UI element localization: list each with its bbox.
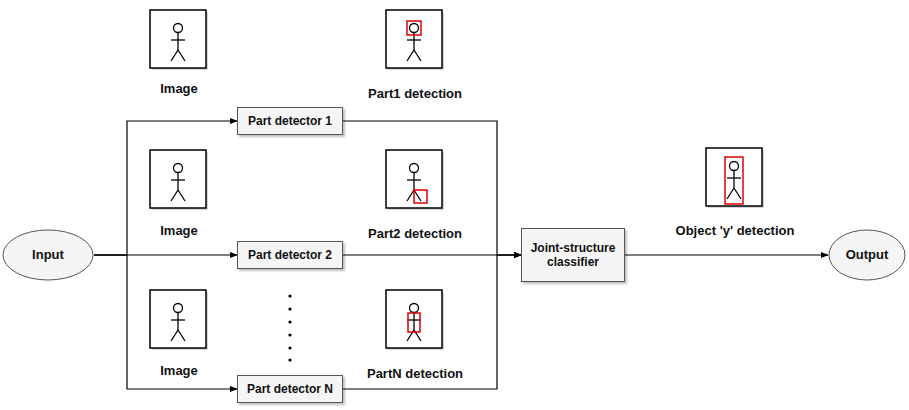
figure-caption: Image	[158, 81, 200, 96]
image-icon	[150, 290, 208, 350]
object-detection-icon	[706, 148, 764, 208]
figure-caption: Part1 detection	[366, 86, 464, 101]
figure-caption: Object 'y' detection	[674, 223, 797, 238]
process-box: Part detector 1	[237, 107, 343, 135]
figure-caption: Image	[158, 363, 200, 378]
process-box: Part detector N	[237, 375, 343, 403]
flow-arrow	[625, 254, 828, 255]
node-text: Input	[28, 244, 68, 266]
ellipse-shape	[829, 230, 905, 280]
node-text: Part detector 1	[244, 111, 336, 131]
process-box: Part detector 2	[237, 241, 343, 269]
flow-arrow	[343, 121, 521, 255]
figure-caption: Part2 detection	[366, 226, 464, 241]
node-text: Part detector N	[243, 379, 337, 399]
node-text: Part detector 2	[244, 245, 336, 265]
ellipse-shape	[3, 230, 93, 280]
terminal-ellipse: Output	[828, 229, 906, 281]
terminal-ellipse: Input	[2, 229, 94, 281]
flow-arrow	[343, 255, 521, 389]
head-detection-icon	[386, 10, 444, 70]
figure-caption: PartN detection	[365, 366, 465, 381]
node-text: Output	[842, 244, 893, 266]
figure-caption: Image	[158, 223, 200, 238]
image-icon	[150, 150, 208, 210]
leg-detection-icon	[386, 150, 444, 210]
flow-arrow	[94, 121, 237, 255]
ellipsis-dots	[288, 294, 291, 361]
process-box: Joint-structure classifier	[521, 228, 625, 282]
flow-arrow	[94, 255, 237, 389]
node-text: Joint-structure classifier	[522, 238, 624, 273]
flow-arrow	[343, 254, 521, 255]
torso-detection-icon	[386, 290, 444, 350]
image-icon	[150, 10, 208, 70]
